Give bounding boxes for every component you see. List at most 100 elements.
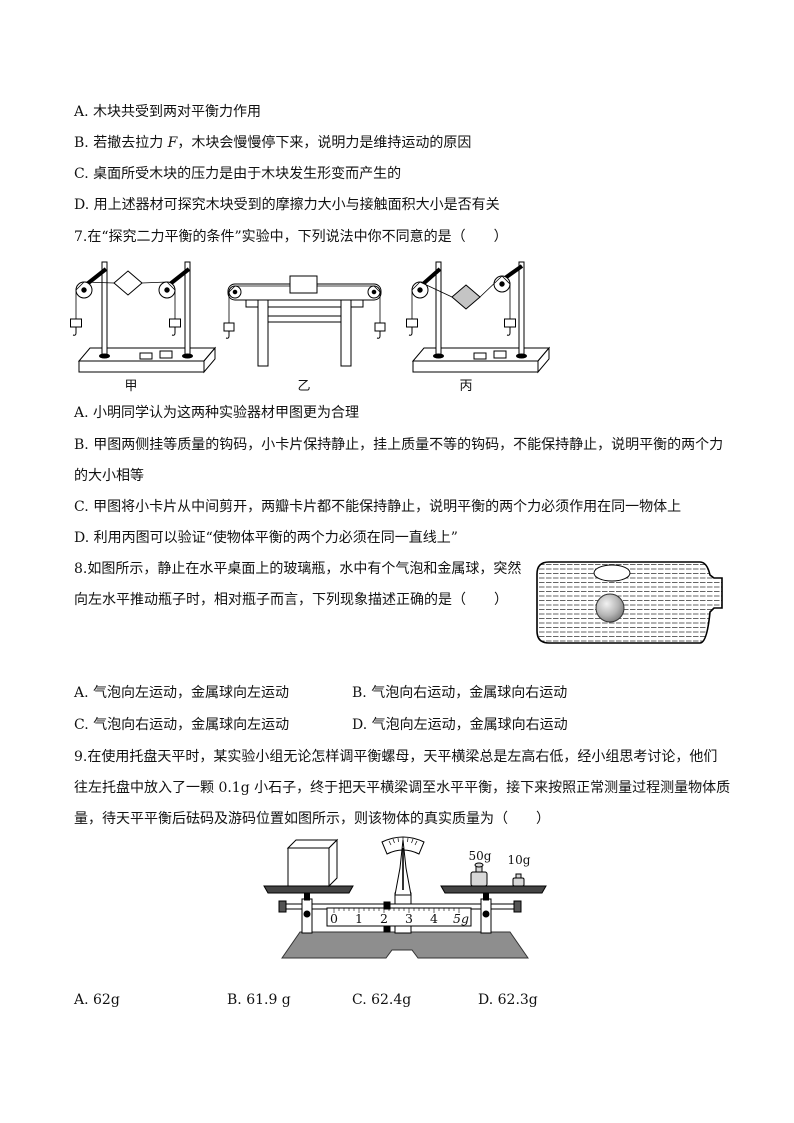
ruler-label: 1 [355, 911, 363, 926]
left-hook-weight [70, 318, 82, 328]
right-pan [440, 885, 547, 894]
rider-bottom [383, 925, 391, 933]
water [537, 562, 722, 643]
left-string [75, 281, 115, 319]
left-weight-hook [72, 327, 77, 336]
spare-weight [139, 352, 153, 360]
left-weight-hook [225, 331, 230, 339]
bracket-left [301, 898, 313, 934]
weight-10g [512, 873, 525, 887]
left-pole [435, 261, 442, 357]
ruler-label: 2 [380, 911, 388, 926]
pan-stem-left [304, 891, 310, 901]
metal-ball [595, 593, 625, 623]
right-pulley-axle [499, 281, 505, 287]
weight-label-10g: 10g [508, 853, 531, 867]
right-clamp-arm [168, 267, 191, 286]
figure-label-jia: 甲 [124, 379, 137, 394]
right-weight-hook [171, 327, 176, 336]
right-pole-foot [182, 353, 193, 359]
spare-weight [493, 350, 507, 359]
pointer-needle [394, 839, 412, 896]
weight-50g [470, 862, 488, 887]
left-pulley-axle [417, 287, 423, 293]
q8-option-c: C. 气泡向右运动，金属球向左运动 [74, 717, 290, 733]
left-string [411, 281, 453, 319]
small-card-rotated [451, 284, 481, 310]
right-string [479, 275, 511, 319]
right-string [141, 281, 176, 319]
balance-nut-right [513, 900, 522, 913]
beam [283, 903, 517, 910]
q8-stem-line1: 8.如图所示，静止在水平桌面上的玻璃瓶，水中有个气泡和金属球，突然 [74, 561, 522, 577]
q9-option-c: C. 62.4g [352, 992, 412, 1008]
q7-option-b-line1: B. 甲图两侧挂等质量的钩码，小卡片保持静止，挂上质量不等的钩码，不能保持静止，… [74, 437, 724, 453]
q9-option-a: A. 62g [74, 992, 120, 1008]
right-pole [184, 261, 191, 357]
left-pan [263, 885, 354, 894]
bottle-outline [536, 561, 723, 644]
q7-option-c: C. 甲图将小卡片从中间剪开，两瓣卡片都不能保持静止，说明平衡的两个力必须作用在… [74, 499, 682, 515]
q7-option-b-line2: 的大小相等 [74, 468, 144, 484]
table-apron [245, 298, 364, 308]
left-clamp-arm [421, 267, 442, 286]
table-crossbar [267, 315, 342, 323]
ruler-labels: 0 1 2 3 4 5g [330, 911, 469, 926]
left-pulley-axle [81, 287, 87, 293]
left-pulley [75, 281, 93, 299]
table-leg-right [340, 299, 352, 367]
table-leg-left [257, 299, 269, 367]
q6-option-b-post: ，木块会慢慢停下来，说明力是维持运动的原因 [177, 135, 472, 151]
right-pulley [367, 285, 381, 299]
right-hook-weight [374, 322, 386, 332]
right-pole-foot [516, 353, 527, 359]
center-pillar [394, 892, 412, 934]
ruler-ticks [333, 908, 460, 913]
apparatus-yi: 乙 [223, 275, 386, 394]
tray-balance-figure: 0 1 2 3 4 5g 50g 10g [263, 836, 547, 959]
q8-option-a: A. 气泡向左运动，金属球向左运动 [74, 685, 290, 701]
left-hook-weight [223, 322, 235, 332]
figure-label-bing: 丙 [459, 379, 472, 394]
rider-top [383, 901, 391, 910]
q6-option-a: A. 木块共受到两对平衡力作用 [74, 104, 262, 120]
dial-ticks [388, 837, 418, 846]
balance-nut-left [278, 900, 287, 913]
left-pole-foot [433, 353, 444, 359]
bracket-pin-right [482, 910, 490, 918]
left-pulley-axle [232, 289, 238, 295]
right-pulley [158, 281, 176, 299]
ruler-label: 5g [453, 911, 469, 926]
left-pulley [228, 285, 242, 299]
right-weight-hook [376, 331, 381, 339]
pan-stem-right [483, 891, 489, 901]
left-weight-hook [408, 327, 413, 336]
right-pole [518, 261, 525, 357]
ruler-label: 0 [330, 911, 338, 926]
bracket-right [480, 898, 492, 934]
spare-weight [159, 350, 173, 359]
right-weight-hook [506, 327, 511, 336]
ruler [326, 907, 472, 927]
right-string [317, 285, 381, 323]
q8-option-b: B. 气泡向右运动，金属球向右运动 [352, 685, 568, 701]
right-pulley [493, 275, 511, 293]
figure-label-yi: 乙 [297, 379, 310, 394]
left-clamp-arm [85, 267, 108, 286]
q7-stem: 7.在“探究二力平衡的条件”实验中，下列说法中你不同意的是（ ） [74, 229, 508, 245]
right-hook-weight [169, 318, 181, 328]
right-pulley-axle [371, 289, 377, 295]
small-card [113, 270, 143, 296]
base-board [77, 346, 217, 374]
right-pulley-axle [164, 287, 170, 293]
right-clamp-arm [503, 264, 524, 280]
base-board [411, 346, 551, 374]
left-hook-weight [406, 318, 418, 328]
q8-stem-line2: 向左水平推动瓶子时，相对瓶子而言，下列现象描述正确的是（ ） [74, 592, 508, 608]
apparatus-bing: 丙 [406, 261, 551, 394]
q6-option-b-pre: B. 若撤去拉力 [74, 135, 168, 151]
q8-option-d: D. 气泡向左运动，金属球向右运动 [352, 717, 568, 733]
q7-option-d: D. 利用丙图可以验证“使物体平衡的两个力必须在同一直线上” [74, 530, 458, 546]
ruler-label: 3 [405, 911, 413, 926]
air-bubble [593, 564, 631, 582]
